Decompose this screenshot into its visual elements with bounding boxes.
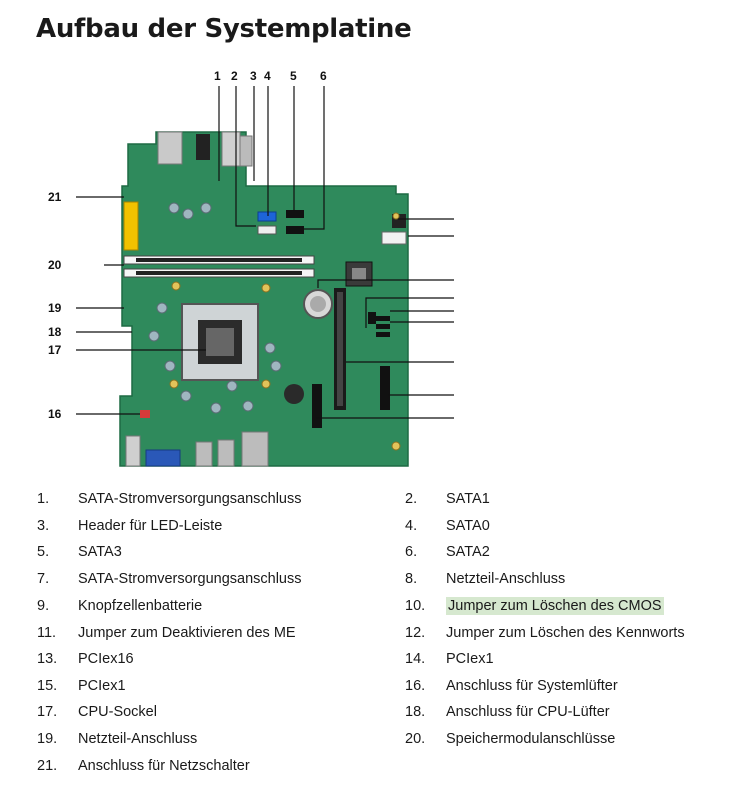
callout-1: 1 <box>214 69 221 83</box>
callout-18: 18 <box>48 325 62 339</box>
callout-3: 3 <box>250 69 257 83</box>
callout-4: 4 <box>264 69 271 83</box>
callout-2: 2 <box>231 69 238 83</box>
system-board-diagram: 1 2 3 4 5 6 7 8 9 10 11 12 13 14 15 16 1… <box>36 66 476 476</box>
callout-20: 20 <box>48 258 62 272</box>
callout-21: 21 <box>48 190 62 204</box>
callout-19: 19 <box>48 301 62 315</box>
callout-16: 16 <box>48 407 62 421</box>
page-title: Aufbau der Systemplatine <box>36 14 412 44</box>
callout-6: 6 <box>320 69 327 83</box>
callout-5: 5 <box>290 69 297 83</box>
highlighted-text: Jumper zum Löschen des CMOS <box>446 597 664 615</box>
system-board-image: 1 2 3 4 5 6 7 8 9 10 11 12 13 14 15 16 1… <box>48 69 476 467</box>
callout-17: 17 <box>48 343 62 357</box>
